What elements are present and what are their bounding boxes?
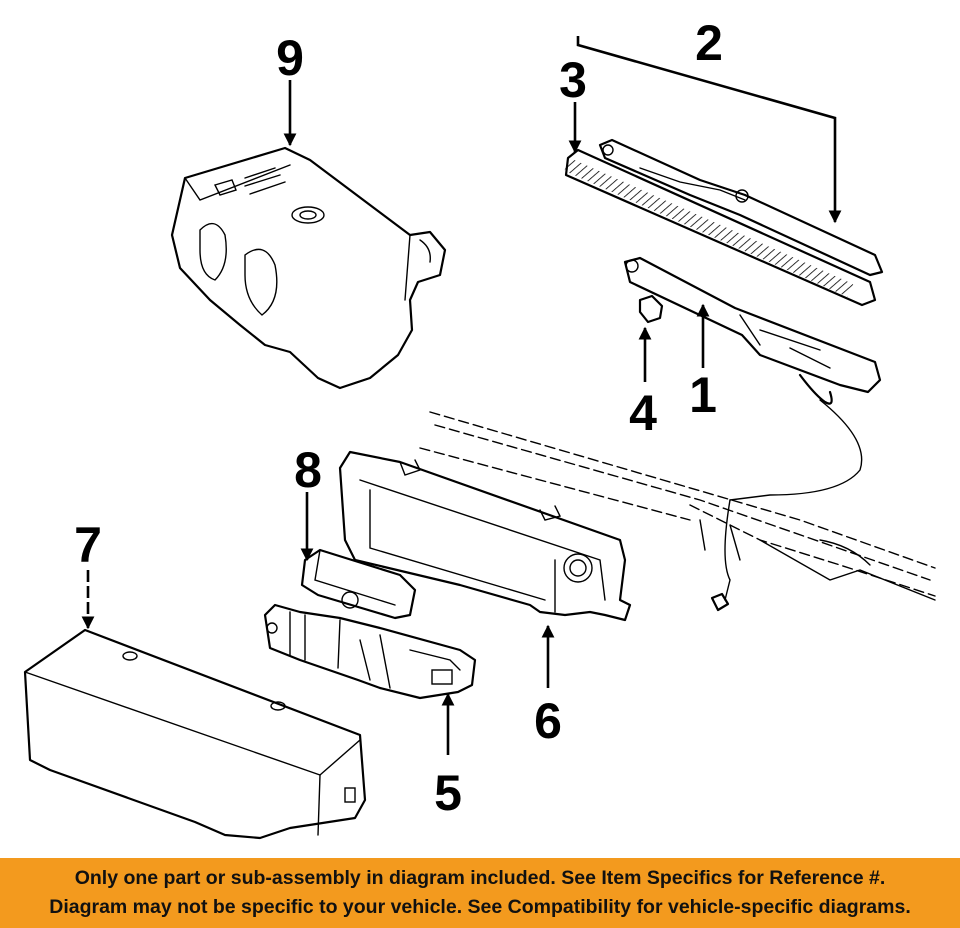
parts-diagram: 9 2 3 1 4 8 7 6 5 [23,15,936,840]
callout-7: 7 [74,517,102,573]
callout-3: 3 [559,52,587,108]
part-6-motor-bracket [338,450,632,622]
part-4-clip [638,294,664,324]
callout-1: 1 [689,367,717,423]
part-9-reservoir-cover [170,146,447,390]
callout-leaders [81,36,842,755]
callout-8: 8 [294,442,322,498]
callout-9: 9 [276,30,304,86]
disclaimer-line-2: Diagram may not be specific to your vehi… [49,896,911,918]
part-7-washer-reservoir [23,628,367,840]
callout-4: 4 [629,385,657,441]
part-1-wiper-arm [623,256,882,405]
callout-6: 6 [534,693,562,749]
disclaimer-line-1: Only one part or sub-assembly in diagram… [74,867,886,889]
part-5-wiper-motor [263,603,477,700]
callout-5: 5 [434,765,462,821]
disclaimer-banner: Only one part or sub-assembly in diagram… [0,858,960,928]
callout-2: 2 [695,15,723,71]
vehicle-body-outline [419,399,936,612]
leader-2 [576,36,842,224]
part-8-motor-housing [300,548,417,620]
